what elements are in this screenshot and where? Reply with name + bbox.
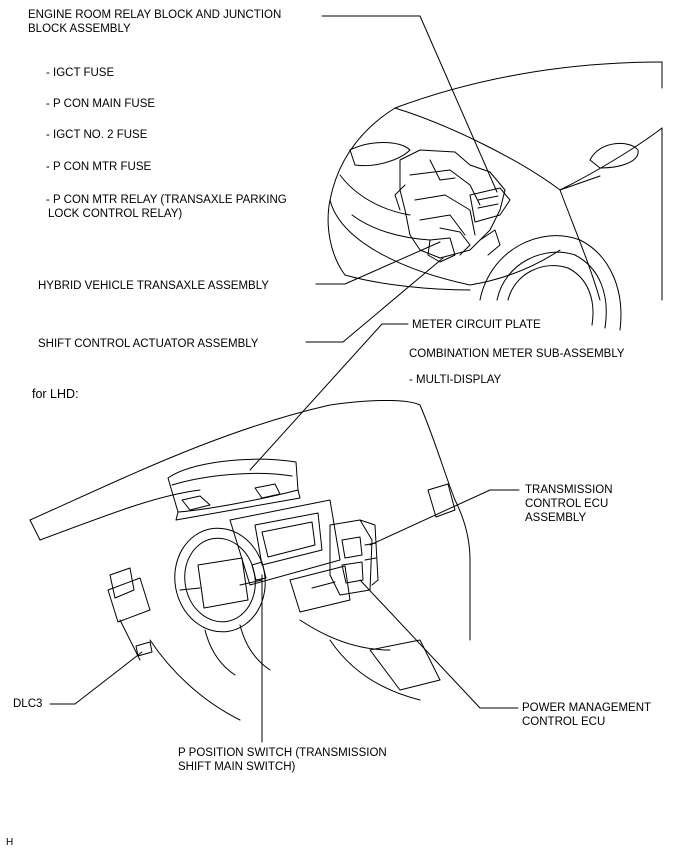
leader-shift-actuator	[305, 257, 444, 343]
engine-compartment-drawing	[394, 149, 511, 263]
dlc3-label: DLC3	[13, 698, 43, 710]
transmission-ecu-label: TRANSMISSION CONTROL ECU ASSEMBLY	[525, 484, 613, 524]
leader-power-mgmt	[359, 579, 519, 709]
hybrid-transaxle-label: HYBRID VEHICLE TRANSAXLE ASSEMBLY	[38, 280, 269, 292]
igct-fuse-label: - IGCT FUSE	[46, 67, 115, 79]
vehicle-body-drawing	[327, 61, 663, 331]
leader-lines	[49, 15, 520, 743]
leader-transmission-ecu	[369, 489, 520, 546]
corner-mark: H	[6, 837, 14, 848]
combination-meter-label: COMBINATION METER SUB-ASSEMBLY	[409, 348, 625, 360]
leader-dlc3	[49, 651, 143, 705]
multi-display-label: - MULTI-DISPLAY	[409, 374, 502, 386]
p-position-switch-label: P POSITION SWITCH (TRANSMISSION SHIFT MA…	[178, 747, 387, 773]
leader-hybrid-transaxle	[315, 241, 441, 285]
meter-circuit-plate-label: METER CIRCUIT PLATE	[412, 319, 541, 331]
leader-meter-circuit-plate	[249, 323, 409, 471]
shift-control-actuator-label: SHIFT CONTROL ACTUATOR ASSEMBLY	[38, 338, 259, 350]
dashboard-drawing	[29, 400, 471, 721]
p-con-main-fuse-label: - P CON MAIN FUSE	[46, 98, 156, 110]
engine-room-relay-label: ENGINE ROOM RELAY BLOCK AND JUNCTION BLO…	[28, 9, 282, 35]
igct-no2-fuse-label: - IGCT NO. 2 FUSE	[46, 129, 148, 141]
leader-engine-room-relay	[321, 15, 498, 193]
p-con-mtr-fuse-label: - P CON MTR FUSE	[46, 161, 152, 173]
for-lhd-heading: for LHD:	[32, 387, 79, 401]
power-management-ecu-label: POWER MANAGEMENT CONTROL ECU	[522, 702, 652, 728]
p-con-mtr-relay-label: - P CON MTR RELAY (TRANSAXLE PARKING LOC…	[46, 194, 287, 220]
